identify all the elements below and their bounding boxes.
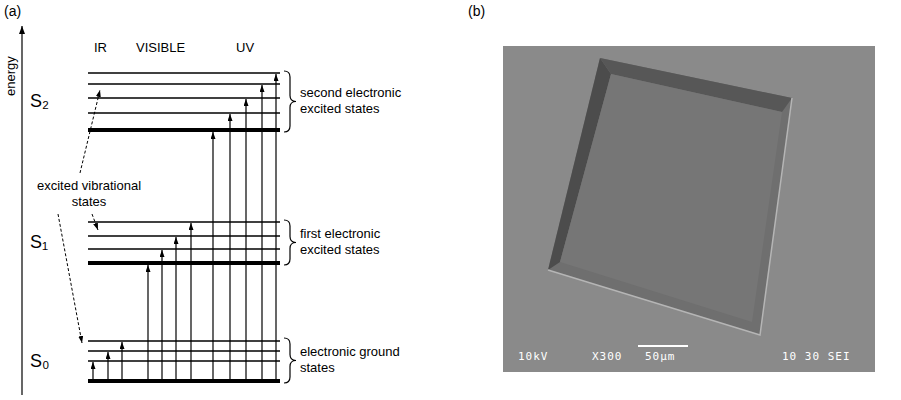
vibrational-level xyxy=(88,235,280,237)
uv-transition xyxy=(261,85,262,379)
sem-voltage: 10kV xyxy=(518,350,549,364)
uv-transition xyxy=(275,74,276,379)
group-label: second electronic excited states xyxy=(300,85,422,117)
panel-label: (a) xyxy=(4,2,21,20)
ir-transition xyxy=(107,352,108,379)
leader-line xyxy=(92,214,98,230)
pit-edge-highlight xyxy=(548,98,792,335)
s2-levels xyxy=(88,73,280,130)
curly-brace xyxy=(284,338,296,383)
pit-floor xyxy=(560,74,782,322)
transition-arrows xyxy=(93,74,276,379)
band-label: VISIBLE xyxy=(136,40,185,56)
sem-image xyxy=(503,46,875,372)
s1-levels xyxy=(88,222,280,263)
s0-levels xyxy=(88,341,280,381)
braces xyxy=(284,71,296,383)
energy-axis xyxy=(21,26,22,395)
vibrational-level xyxy=(88,112,280,114)
axis-label: energy xyxy=(3,54,19,96)
visible-transition xyxy=(147,265,148,379)
sem-magnification: X300 xyxy=(592,350,623,364)
scale-bar xyxy=(638,345,688,347)
scale-bar-label: 50μm xyxy=(645,350,676,364)
vibrational-level xyxy=(88,350,280,352)
vibrational-level xyxy=(88,97,280,99)
vibrational-level xyxy=(88,248,280,250)
pit-outline xyxy=(548,58,792,335)
electronic-level xyxy=(88,261,280,265)
sem-background xyxy=(503,46,875,372)
state-symbol: S₁ xyxy=(30,231,48,253)
band-label: UV xyxy=(236,40,254,56)
vibrational-level xyxy=(88,340,280,342)
state-symbol: S₂ xyxy=(30,90,49,112)
curly-brace xyxy=(284,220,296,265)
vibrational-level xyxy=(88,360,280,362)
group-label: electronic ground states xyxy=(300,344,422,376)
band-label: IR xyxy=(94,40,107,56)
panel-label: (b) xyxy=(468,2,485,20)
curly-brace xyxy=(284,71,296,132)
vibrational-level xyxy=(88,83,280,85)
visible-transition xyxy=(190,223,191,379)
electronic-level xyxy=(88,128,280,132)
uv-transition xyxy=(229,114,230,379)
uv-transition xyxy=(245,99,246,379)
ir-transition xyxy=(92,362,93,379)
uv-transition xyxy=(212,132,213,379)
ir-transition xyxy=(121,342,122,379)
vibrational-level xyxy=(88,221,280,223)
state-note: excited vibrational states xyxy=(26,178,152,210)
visible-transition xyxy=(161,250,162,379)
vibrational-level xyxy=(88,72,280,74)
group-label: first electronic excited states xyxy=(300,226,422,258)
electronic-level xyxy=(88,379,280,383)
sem-info: 10 30 SEI xyxy=(782,350,851,364)
visible-transition xyxy=(175,237,176,379)
leader-line xyxy=(58,214,82,343)
leader-line xyxy=(80,90,100,173)
state-symbol: S₀ xyxy=(30,350,49,372)
vibrational-pointers xyxy=(58,90,100,343)
